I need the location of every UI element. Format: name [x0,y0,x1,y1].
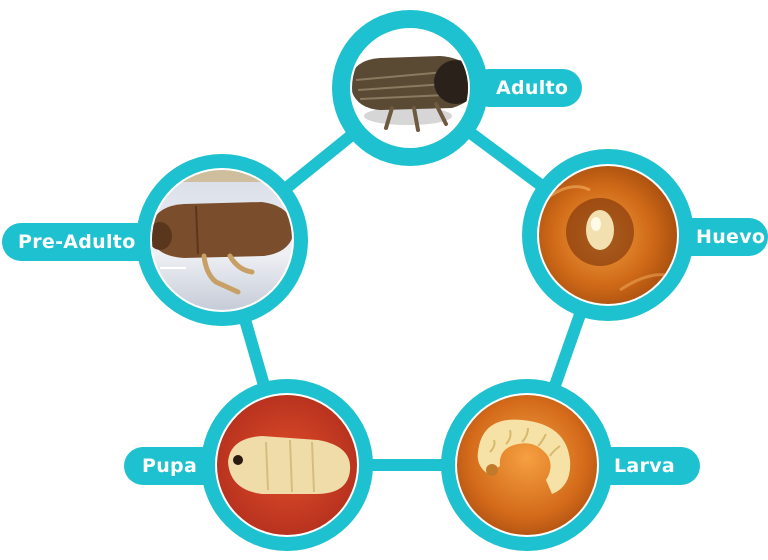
stage-node-pupa [201,379,373,551]
larva-photo [457,395,597,535]
stage-label-adulto: Adulto [482,69,582,107]
stage-label-preadulto: Pre-Adulto [4,223,150,261]
stage-node-huevo [522,149,694,321]
stage-node-adulto [332,10,488,166]
stage-label-pupa: Pupa [128,447,211,485]
stage-label-larva: Larva [600,447,689,485]
stage-label-huevo: Huevo [682,218,768,256]
stage-node-preadulto [136,154,308,326]
stage-node-larva [441,379,613,551]
pupa-photo [217,395,357,535]
